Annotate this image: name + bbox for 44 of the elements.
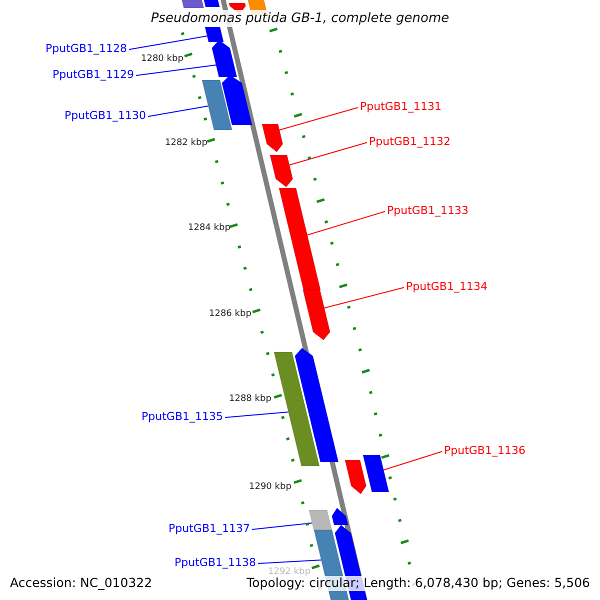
gene-block xyxy=(278,188,321,290)
gene-label: PputGB1_1129 xyxy=(52,69,134,80)
leader-line xyxy=(278,107,358,130)
gene-block xyxy=(202,0,220,8)
gene-block xyxy=(274,352,320,466)
leader-line xyxy=(383,451,442,470)
genome-info-text: Topology: circular; Length: 6,078,430 bp; Genes: 5,506 xyxy=(244,576,592,590)
gene-label: PputGB1_1128 xyxy=(46,43,127,54)
leader-line xyxy=(288,142,368,166)
gene-segment xyxy=(212,40,238,78)
leader-line xyxy=(324,287,404,308)
leader-line xyxy=(306,211,386,236)
leader-line xyxy=(224,412,289,418)
leader-line xyxy=(258,560,322,564)
gene-segment xyxy=(270,154,294,188)
gene-label: PputGB1_1133 xyxy=(387,205,468,216)
gene-segment xyxy=(344,460,366,494)
gene-segment xyxy=(262,124,284,152)
scale-label: 1288 kbp xyxy=(229,395,272,404)
gene-block xyxy=(308,510,332,530)
gene-segment xyxy=(302,290,330,340)
gene-label: PputGB1_1131 xyxy=(360,101,442,112)
gene-label: PputGB1_1136 xyxy=(444,445,526,456)
gene-label: PputGB1_1138 xyxy=(174,557,256,568)
scale-label: 1280 kbp xyxy=(141,55,184,64)
scale-label: 1282 kbp xyxy=(165,139,208,148)
gene-label: PputGB1_1130 xyxy=(64,110,146,121)
gene-label: PputGB1_1137 xyxy=(168,523,250,534)
gene-label: PputGB1_1134 xyxy=(406,281,488,292)
leader-line xyxy=(148,106,209,117)
leader-line xyxy=(252,522,313,530)
leader-line xyxy=(136,64,216,76)
gene-segment xyxy=(222,74,252,126)
leader-line xyxy=(128,36,208,50)
gene-block xyxy=(202,80,232,130)
gene-label: PputGB1_1132 xyxy=(369,136,450,147)
gene-segment xyxy=(294,348,339,462)
scale-label: 1286 kbp xyxy=(209,310,252,319)
scale-label: 1284 kbp xyxy=(188,224,230,233)
scale-label: 1292 kbp xyxy=(268,568,310,577)
gene-block xyxy=(362,454,390,492)
scale-label: 1290 kbp xyxy=(249,483,292,492)
gene-segment xyxy=(332,508,348,526)
gene-label: PputGB1_1135 xyxy=(142,411,223,422)
